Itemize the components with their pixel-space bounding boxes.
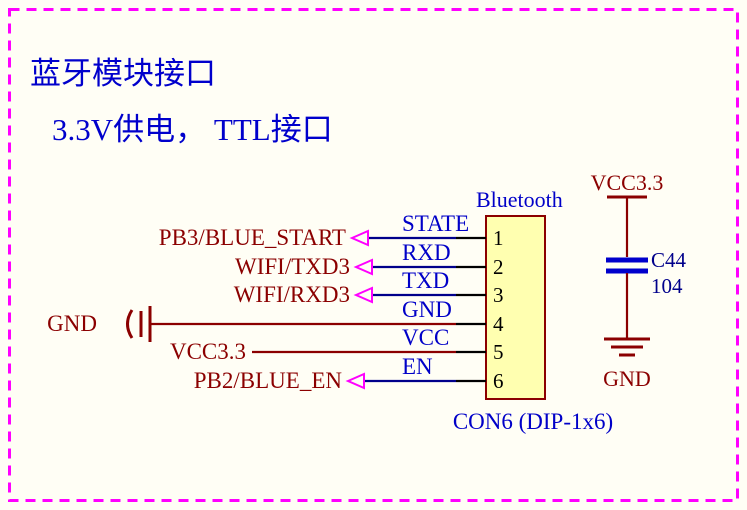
pin-row-2: 2 RXD WIFI/TXD3 [235, 240, 503, 279]
earth-ground-icon [604, 337, 650, 357]
pin-row-3: 3 TXD WIFI/RXD3 [234, 268, 504, 307]
connector-name-label: Bluetooth [476, 187, 563, 212]
pin-row-1: 1 STATE PB3/BLUE_START [159, 211, 504, 250]
pin-label-en: EN [402, 354, 433, 379]
net-label-gnd-left: GND [47, 311, 97, 336]
capacitor-value: 104 [651, 274, 683, 298]
pin-number-1: 1 [493, 226, 504, 250]
pin-number-4: 4 [493, 312, 504, 336]
pin-number-3: 3 [493, 283, 504, 307]
port-arrow-state-icon [349, 229, 369, 247]
capacitor-c44-icon [606, 257, 648, 274]
pin-label-gnd: GND [402, 297, 452, 322]
connector-con6: Bluetooth CON6 (DIP-1x6) [453, 187, 613, 434]
gnd-power-port-icon [126, 306, 152, 342]
title-line1: 蓝牙模块接口 [30, 56, 216, 91]
connector-footprint-label: CON6 (DIP-1x6) [453, 409, 613, 434]
net-label-wifi-txd3: WIFI/TXD3 [235, 254, 350, 279]
gnd-power-port-label: GND [603, 366, 651, 391]
pin-label-txd: TXD [402, 268, 449, 293]
net-label-pb3-blue-start: PB3/BLUE_START [159, 225, 346, 250]
capacitor-designator: C44 [651, 248, 687, 272]
decoupling-branch: VCC3.3 C44 104 GND [591, 170, 687, 391]
port-arrow-en-icon [345, 372, 365, 390]
pin-number-5: 5 [493, 340, 504, 364]
sheet-dashed-border [8, 8, 739, 502]
pin-number-2: 2 [493, 255, 504, 279]
vcc-power-port-label: VCC3.3 [591, 170, 664, 195]
pin-row-5: 5 VCC VCC3.3 [170, 325, 504, 364]
net-label-vcc33: VCC3.3 [170, 339, 246, 364]
pin-label-state: STATE [402, 211, 469, 236]
net-label-wifi-rxd3: WIFI/RXD3 [234, 282, 350, 307]
port-arrow-txd-icon [353, 286, 373, 304]
pin-row-4: 4 GND GND [47, 297, 504, 342]
port-arrow-rxd-icon [353, 258, 373, 276]
connector-body [485, 215, 546, 400]
pin-number-6: 6 [493, 369, 504, 393]
pin-row-6: 6 EN PB2/BLUE_EN [194, 354, 504, 393]
net-label-pb2-blue-en: PB2/BLUE_EN [194, 368, 343, 393]
pin-label-vcc: VCC [402, 325, 449, 350]
title-line2: 3.3V供电， TTL接口 [52, 112, 333, 147]
pin-label-rxd: RXD [402, 240, 451, 265]
